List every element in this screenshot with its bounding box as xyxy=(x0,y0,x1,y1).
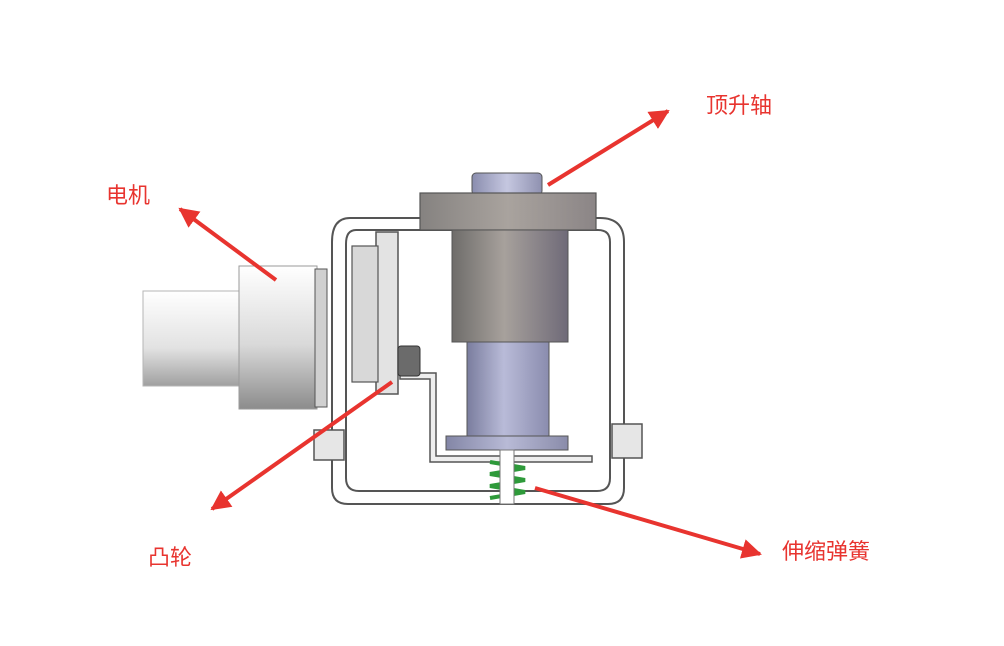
cam-label: 凸轮 xyxy=(148,546,193,571)
spring-label: 伸缩弹簧 xyxy=(782,540,871,565)
spring-coil xyxy=(489,460,526,500)
motor-mount-plate xyxy=(314,268,328,408)
lift-arm-bracket xyxy=(399,372,593,463)
spring xyxy=(489,449,526,505)
motor xyxy=(142,265,328,410)
top-flange xyxy=(419,192,597,231)
lift-shaft-arrow xyxy=(546,109,670,187)
motor-rear-housing xyxy=(142,290,244,387)
cam-arrow xyxy=(210,380,394,511)
spring-arrow xyxy=(534,486,762,559)
cam-roller xyxy=(397,345,421,377)
motor-body xyxy=(238,265,318,410)
shaft-top-cap xyxy=(471,172,543,196)
frame-outer xyxy=(331,217,625,505)
shaft-lower-body xyxy=(466,341,550,439)
cam-hub xyxy=(351,245,379,383)
lift-shaft-assembly xyxy=(399,172,597,463)
lift-shaft-label: 顶升轴 xyxy=(706,94,773,119)
motor-arrow xyxy=(178,207,278,282)
shaft-upper-body xyxy=(451,229,569,343)
shaft-base-plate xyxy=(445,435,569,451)
cam-disc xyxy=(375,231,399,395)
cam xyxy=(351,231,421,395)
frame-inner xyxy=(345,229,611,492)
motor-label: 电机 xyxy=(106,184,151,209)
spring-guide-rod xyxy=(499,449,515,505)
frame-right-bracket xyxy=(611,423,643,459)
